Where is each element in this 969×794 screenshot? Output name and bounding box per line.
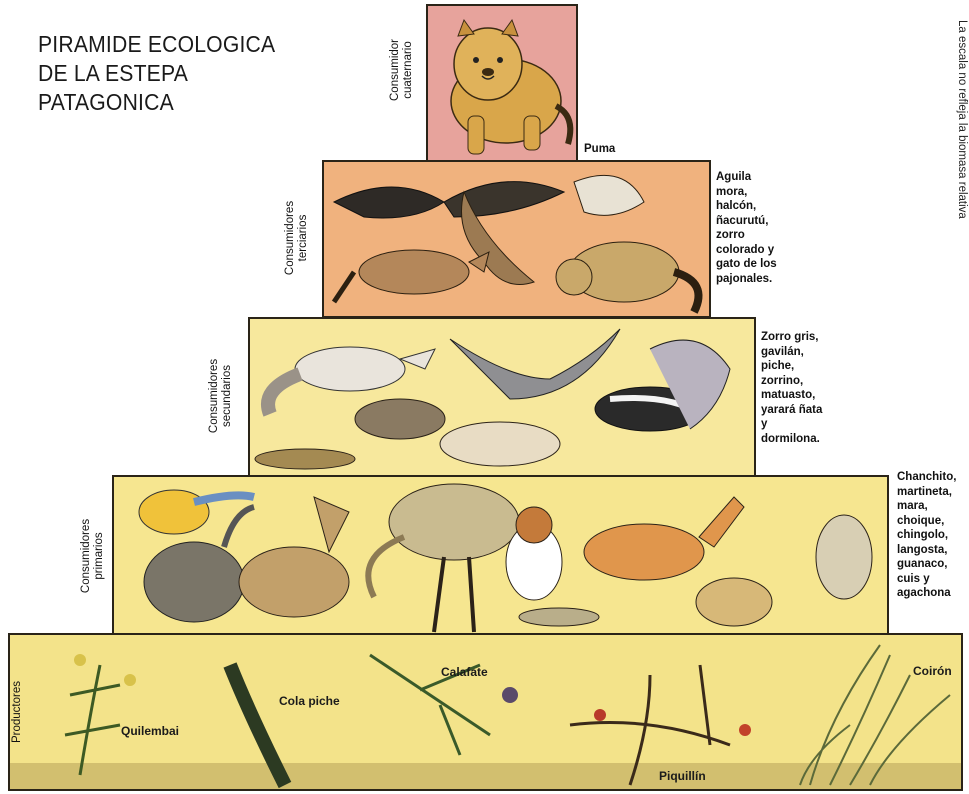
level-tertiary	[322, 160, 711, 318]
tertiary-illustration	[324, 162, 711, 318]
plant-label-quilembai: Quilembai	[121, 724, 179, 738]
species-quaternary: Puma	[584, 142, 615, 157]
producers-illustration	[10, 635, 963, 791]
secondary-illustration	[250, 319, 756, 477]
level-quaternary-label: Consumidor cuaternario	[389, 27, 417, 113]
species-primary: Chanchito, martineta, mara, choique, chi…	[897, 470, 956, 601]
level-producers: Quilembai Cola piche Calafate Piquillín …	[8, 633, 963, 791]
level-secondary-label: Consumidores secundarios	[208, 346, 236, 446]
plant-label-calafate: Calafate	[441, 665, 488, 679]
plant-label-cola-piche: Cola piche	[279, 694, 340, 708]
level-producers-label: Productores	[11, 672, 25, 752]
species-tertiary: Aguila mora, halcón, ñacurutú, zorro col…	[716, 170, 777, 286]
level-tertiary-label: Consumidores terciarios	[284, 190, 312, 286]
diagram-title: PIRAMIDE ECOLOGICA DE LA ESTEPA PATAGONI…	[38, 30, 275, 117]
scale-note-text: La escala no refleja la biomasa relativa	[956, 20, 968, 219]
puma-illustration	[428, 6, 578, 162]
title-line-2: DE LA ESTEPA	[38, 59, 275, 88]
species-secondary: Zorro gris, gavilán, piche, zorrino, mat…	[761, 330, 822, 446]
level-primary	[112, 475, 889, 635]
plant-label-coiron: Coirón	[913, 664, 952, 678]
level-secondary	[248, 317, 756, 477]
scale-note: La escala no refleja la biomasa relativa	[942, 20, 969, 270]
level-quaternary	[426, 4, 578, 162]
level-primary-label: Consumidores primarios	[80, 508, 108, 604]
title-line-1: PIRAMIDE ECOLOGICA	[38, 30, 275, 59]
plant-label-piquillin: Piquillín	[659, 769, 706, 783]
title-line-3: PATAGONICA	[38, 88, 275, 117]
primary-illustration	[114, 477, 889, 635]
